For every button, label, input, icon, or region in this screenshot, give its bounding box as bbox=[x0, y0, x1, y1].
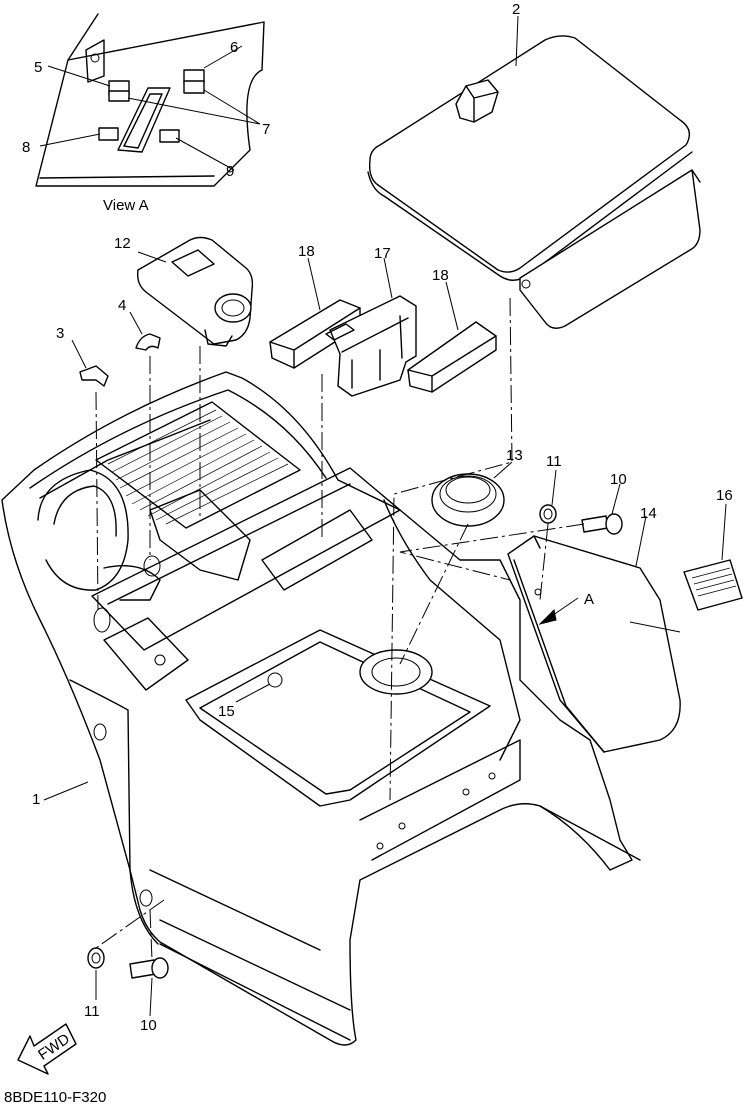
callout-13: 13 bbox=[506, 447, 523, 464]
part-16-label bbox=[683, 559, 743, 611]
callout-17: 17 bbox=[374, 245, 391, 262]
callout-5: 5 bbox=[34, 59, 42, 76]
callout-6: 6 bbox=[230, 39, 238, 56]
callout-15: 15 bbox=[218, 703, 235, 720]
callout-numbers: 2 6 5 7 8 9 12 18 17 18 4 3 13 11 10 16 … bbox=[22, 1, 733, 1034]
view-a-inset bbox=[35, 13, 265, 187]
part-11-nut-lower bbox=[87, 947, 105, 969]
fwd-arrow-icon: FWD bbox=[17, 1023, 77, 1075]
part-4-clip bbox=[135, 333, 161, 351]
callout-2: 2 bbox=[512, 1, 520, 18]
callout-4: 4 bbox=[118, 297, 126, 314]
callout-16: 16 bbox=[716, 487, 733, 504]
callout-11-upper: 11 bbox=[546, 453, 562, 470]
callout-11-lower: 11 bbox=[84, 1003, 100, 1020]
callout-9: 9 bbox=[226, 163, 234, 180]
part-11-nut-upper bbox=[539, 504, 557, 524]
part-1-main-body bbox=[1, 371, 641, 1046]
part-17-bracket bbox=[325, 295, 417, 397]
callout-7: 7 bbox=[262, 121, 270, 138]
callout-12: 12 bbox=[114, 235, 131, 252]
part-10-bolt-upper bbox=[581, 513, 623, 535]
callout-1: 1 bbox=[32, 791, 40, 808]
part-18-damper-right bbox=[407, 321, 497, 393]
part-10-bolt-lower bbox=[129, 957, 169, 979]
callout-10-upper: 10 bbox=[610, 471, 627, 488]
part-3-clip bbox=[79, 365, 109, 387]
part-13-grommet bbox=[431, 473, 505, 527]
leader-lines bbox=[39, 15, 727, 1017]
callout-18-right: 18 bbox=[432, 267, 449, 284]
callout-14: 14 bbox=[640, 505, 657, 522]
callout-10-lower: 10 bbox=[140, 1017, 157, 1034]
view-a-caption: View A bbox=[103, 197, 149, 214]
callout-3: 3 bbox=[56, 325, 64, 342]
part-2-seat-lid bbox=[367, 35, 701, 329]
part-12-guide bbox=[136, 236, 254, 347]
drawing-code: 8BDE110-F320 bbox=[4, 1089, 106, 1106]
view-a-marker: A bbox=[584, 591, 594, 608]
part-14-side-cover bbox=[507, 535, 681, 753]
callout-18-left: 18 bbox=[298, 243, 315, 260]
callout-8: 8 bbox=[22, 139, 30, 156]
